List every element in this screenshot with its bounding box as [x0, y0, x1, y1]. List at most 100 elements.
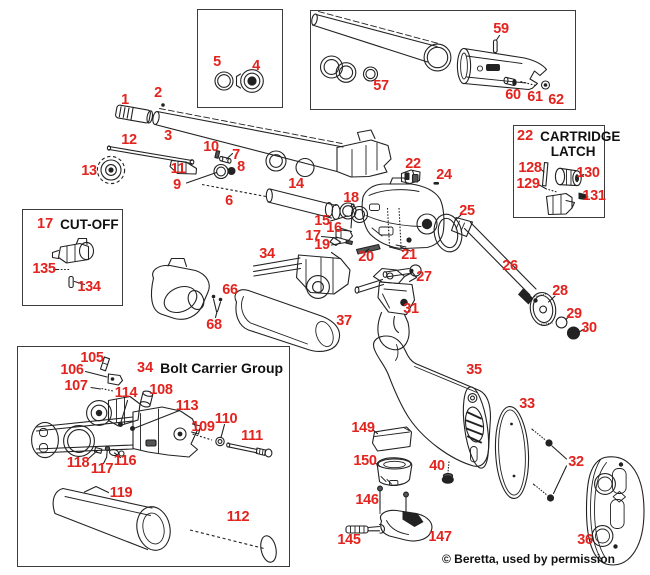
part-3-barrel	[152, 108, 392, 178]
part-15-pin	[350, 203, 355, 229]
callout-107: 107	[64, 377, 88, 394]
callout-26: 26	[502, 257, 518, 274]
part-129-spring	[548, 188, 558, 193]
callout-119: 119	[109, 484, 133, 501]
part-111-firing-pin	[226, 442, 273, 458]
part-106-catch	[107, 373, 124, 386]
callout-135: 135	[32, 260, 56, 277]
callout-7: 7	[232, 146, 240, 163]
callout-20: 20	[358, 248, 374, 265]
callout-31: 31	[403, 300, 419, 317]
part-36-recoil-pad	[585, 456, 645, 566]
part-149-spacer	[371, 426, 413, 452]
callout-116: 116	[113, 452, 137, 469]
callout-57: 57	[373, 77, 389, 94]
callout-62: 62	[548, 91, 564, 108]
callout-134: 134	[77, 278, 101, 295]
part-35-stock	[373, 335, 492, 469]
callout-28: 28	[552, 282, 568, 299]
callout-34: 34	[259, 245, 275, 262]
callout-32: 32	[568, 453, 584, 470]
callout-3: 3	[164, 127, 172, 144]
callout-105: 105	[80, 349, 104, 366]
callout-110: 110	[214, 410, 238, 427]
part-21-springs	[386, 207, 402, 247]
part-150-grip-cap	[376, 457, 413, 486]
part-33-spacer	[494, 406, 530, 499]
bolt-head	[86, 395, 141, 427]
cartridge-latch-box-title: CARTRIDGE LATCH	[540, 129, 621, 160]
callout-61: 61	[527, 88, 543, 105]
part-131-latch-body	[545, 192, 588, 216]
part-34-bolt-assembly	[252, 251, 351, 299]
callout-117: 117	[90, 460, 114, 477]
part-60-piston	[503, 76, 517, 87]
callout-149: 149	[351, 419, 375, 436]
callout-22: 22	[405, 155, 421, 172]
callout-16: 16	[326, 219, 342, 236]
part-29-washer	[555, 316, 568, 329]
part-2-pin	[161, 103, 165, 107]
callout-113: 113	[175, 397, 199, 414]
part-130-button	[554, 167, 582, 187]
part-10-pin	[214, 149, 221, 159]
callout-24: 24	[436, 166, 452, 183]
cartridge-latch-inset-box: 22 CARTRIDGE LATCH	[513, 125, 621, 218]
cut-off-box-title: CUT-OFF	[60, 217, 119, 232]
part-26-link	[450, 216, 538, 305]
part-62-nut	[540, 80, 551, 90]
part-7-bushing	[219, 155, 232, 164]
callout-15: 15	[314, 212, 330, 229]
callout-131: 131	[582, 187, 606, 204]
callout-5: 5	[213, 53, 221, 70]
bolt-carrier-box-number: 34	[137, 360, 154, 376]
callout-112: 112	[226, 508, 250, 525]
callout-21: 21	[401, 246, 417, 263]
callout-9: 9	[173, 176, 181, 193]
callout-29: 29	[566, 305, 582, 322]
part-11-follower	[169, 159, 198, 175]
callout-66: 66	[222, 281, 238, 298]
callout-19: 19	[314, 236, 330, 253]
callout-12: 12	[121, 131, 137, 148]
callout-13: 13	[81, 162, 97, 179]
callout-27: 27	[416, 268, 432, 285]
callout-6: 6	[225, 192, 233, 209]
callout-129: 129	[516, 175, 540, 192]
part-112-recoil-spring	[189, 529, 277, 563]
part-147-grip-bottom	[380, 509, 433, 542]
part-4-gas-piston	[235, 69, 264, 93]
part-57-seal-ring	[362, 66, 379, 82]
callout-68: 68	[206, 316, 222, 333]
barrel-gas-cylinder-inset-box	[310, 10, 576, 110]
callout-30: 30	[581, 319, 597, 336]
copyright-notice: © Beretta, used by permission	[442, 552, 615, 566]
callout-128: 128	[518, 159, 542, 176]
gas-piston-inset-box	[197, 9, 283, 108]
part-105-pin	[99, 356, 111, 372]
carrier-body	[132, 406, 202, 458]
callout-147: 147	[428, 528, 452, 545]
callout-25: 25	[459, 202, 475, 219]
callout-11: 11	[170, 160, 186, 177]
callout-118: 118	[66, 454, 90, 471]
part-109-spring	[192, 433, 213, 441]
part-37-forend	[234, 289, 341, 352]
part-6-magazine-spring	[201, 183, 267, 198]
receiver	[361, 177, 445, 250]
bolt-carrier-box-title: Bolt Carrier Group	[160, 360, 284, 376]
part-110-washer	[215, 436, 225, 447]
cut-off-box-number: 17	[37, 216, 54, 232]
callout-146: 146	[355, 491, 379, 508]
callout-2: 2	[154, 84, 162, 101]
callout-37: 37	[336, 312, 352, 329]
part-40-screw	[441, 461, 454, 484]
callout-8: 8	[237, 158, 245, 175]
callout-114: 114	[114, 384, 138, 401]
cut-off-inset-box: 17 CUT-OFF	[22, 209, 123, 306]
callout-17: 17	[305, 227, 321, 244]
part-128-pin	[541, 161, 549, 187]
